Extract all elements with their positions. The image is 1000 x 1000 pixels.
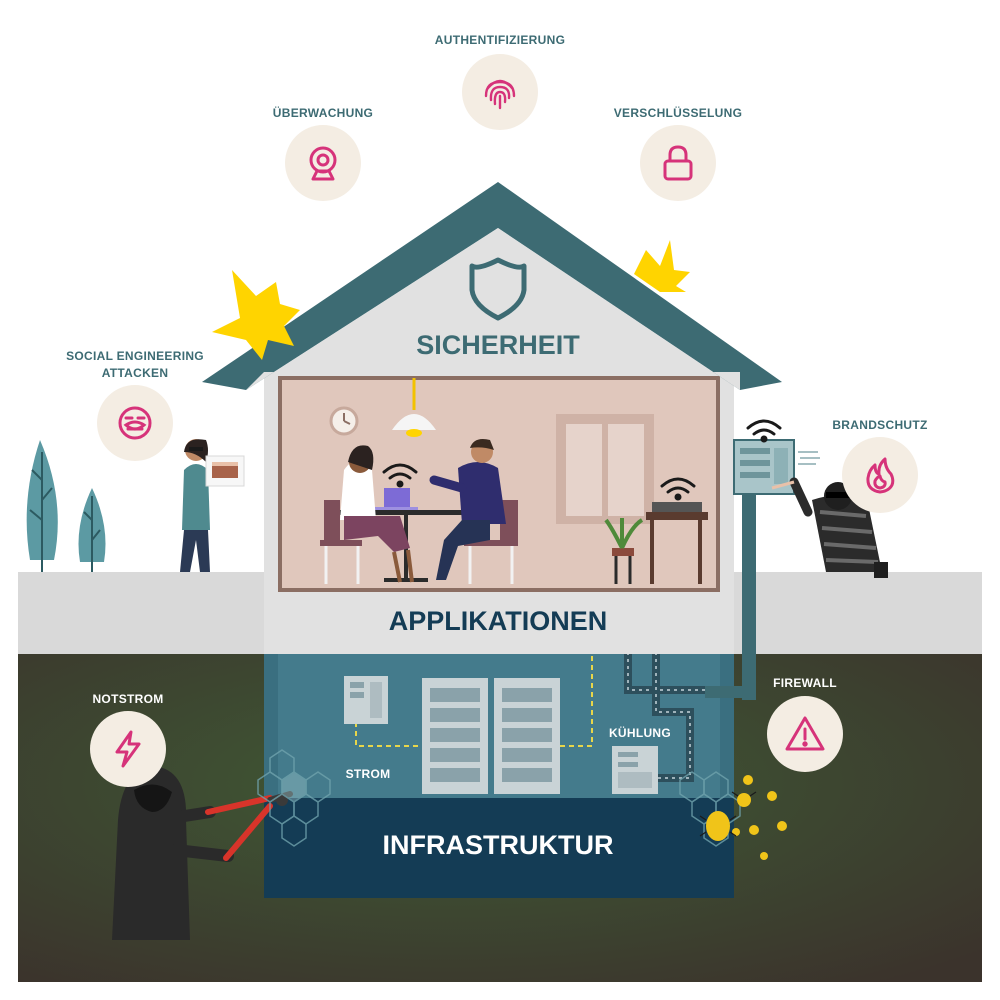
burglar-figure: [771, 477, 888, 578]
server-rack-1: [422, 678, 488, 794]
wall-clock: [329, 406, 359, 436]
fingerprint-icon: [484, 79, 516, 110]
laptop: [384, 488, 410, 508]
badge-fire-protection: [842, 437, 918, 513]
flame-icon: [866, 457, 895, 494]
social-engineer-woman: [180, 439, 245, 572]
spark-left: [212, 270, 300, 360]
warning-triangle-icon: [785, 716, 825, 751]
badge-surveillance: [285, 125, 361, 201]
section-title-infrastructure: INFRASTRUKTUR: [382, 830, 614, 860]
basement-floor: [264, 798, 734, 898]
badge-encryption: [640, 125, 716, 201]
label-encryption: VERSCHLÜSSELUNG: [613, 106, 743, 120]
label-cooling: KÜHLUNG: [608, 726, 672, 740]
wifi-icon-box: [746, 419, 782, 443]
badge-authentication: [462, 54, 538, 130]
woman-figure: [340, 445, 414, 583]
section-title-security: SICHERHEIT: [416, 330, 580, 360]
roof: [202, 182, 782, 390]
padlock-icon: [663, 145, 693, 181]
label-fire-protection: BRANDSCHUTZ: [832, 418, 928, 432]
section-title-applications: APPLIKATIONEN: [388, 606, 608, 636]
spark-right: [634, 240, 690, 292]
network-box: [705, 439, 820, 700]
power-cable: [355, 722, 420, 747]
side-table: [604, 502, 708, 584]
label-power: STROM: [345, 767, 391, 781]
room-window: [556, 414, 654, 524]
hooded-hacker: [112, 766, 293, 940]
tree-2: [78, 488, 106, 572]
tree-1: [26, 440, 58, 572]
cooling-unit: [612, 746, 658, 794]
hexagon-grid: [257, 749, 331, 847]
bug-large: [706, 811, 730, 841]
badge-emergency-power: [90, 711, 166, 787]
label-authentication: AUTHENTIFIZIERUNG: [434, 33, 566, 47]
label-surveillance: ÜBERWACHUNG: [272, 106, 374, 120]
badge-social-engineering: [97, 385, 173, 461]
label-social-engineering-line1: SOCIAL ENGINEERING: [66, 349, 204, 363]
pendant-lamp: [392, 378, 436, 437]
chair-right: [464, 500, 518, 584]
shield-icon: [469, 257, 527, 321]
shocked-face-icon: [118, 406, 152, 440]
bolt-cutter: [205, 795, 273, 861]
chair-left: [320, 500, 362, 584]
router: [652, 502, 702, 512]
label-social-engineering-line2: ATTACKEN: [101, 366, 169, 380]
label-firewall: FIREWALL: [773, 676, 837, 690]
wifi-icon-router: [660, 477, 696, 501]
server-rack-2: [494, 678, 560, 794]
man-figure: [429, 439, 506, 580]
power-unit: [344, 676, 388, 724]
badge-firewall: [767, 696, 843, 772]
lightning-icon: [115, 730, 141, 768]
label-emergency-power: NOTSTROM: [92, 692, 164, 706]
wifi-icon-laptop: [382, 463, 418, 488]
webcam-icon: [309, 146, 337, 181]
